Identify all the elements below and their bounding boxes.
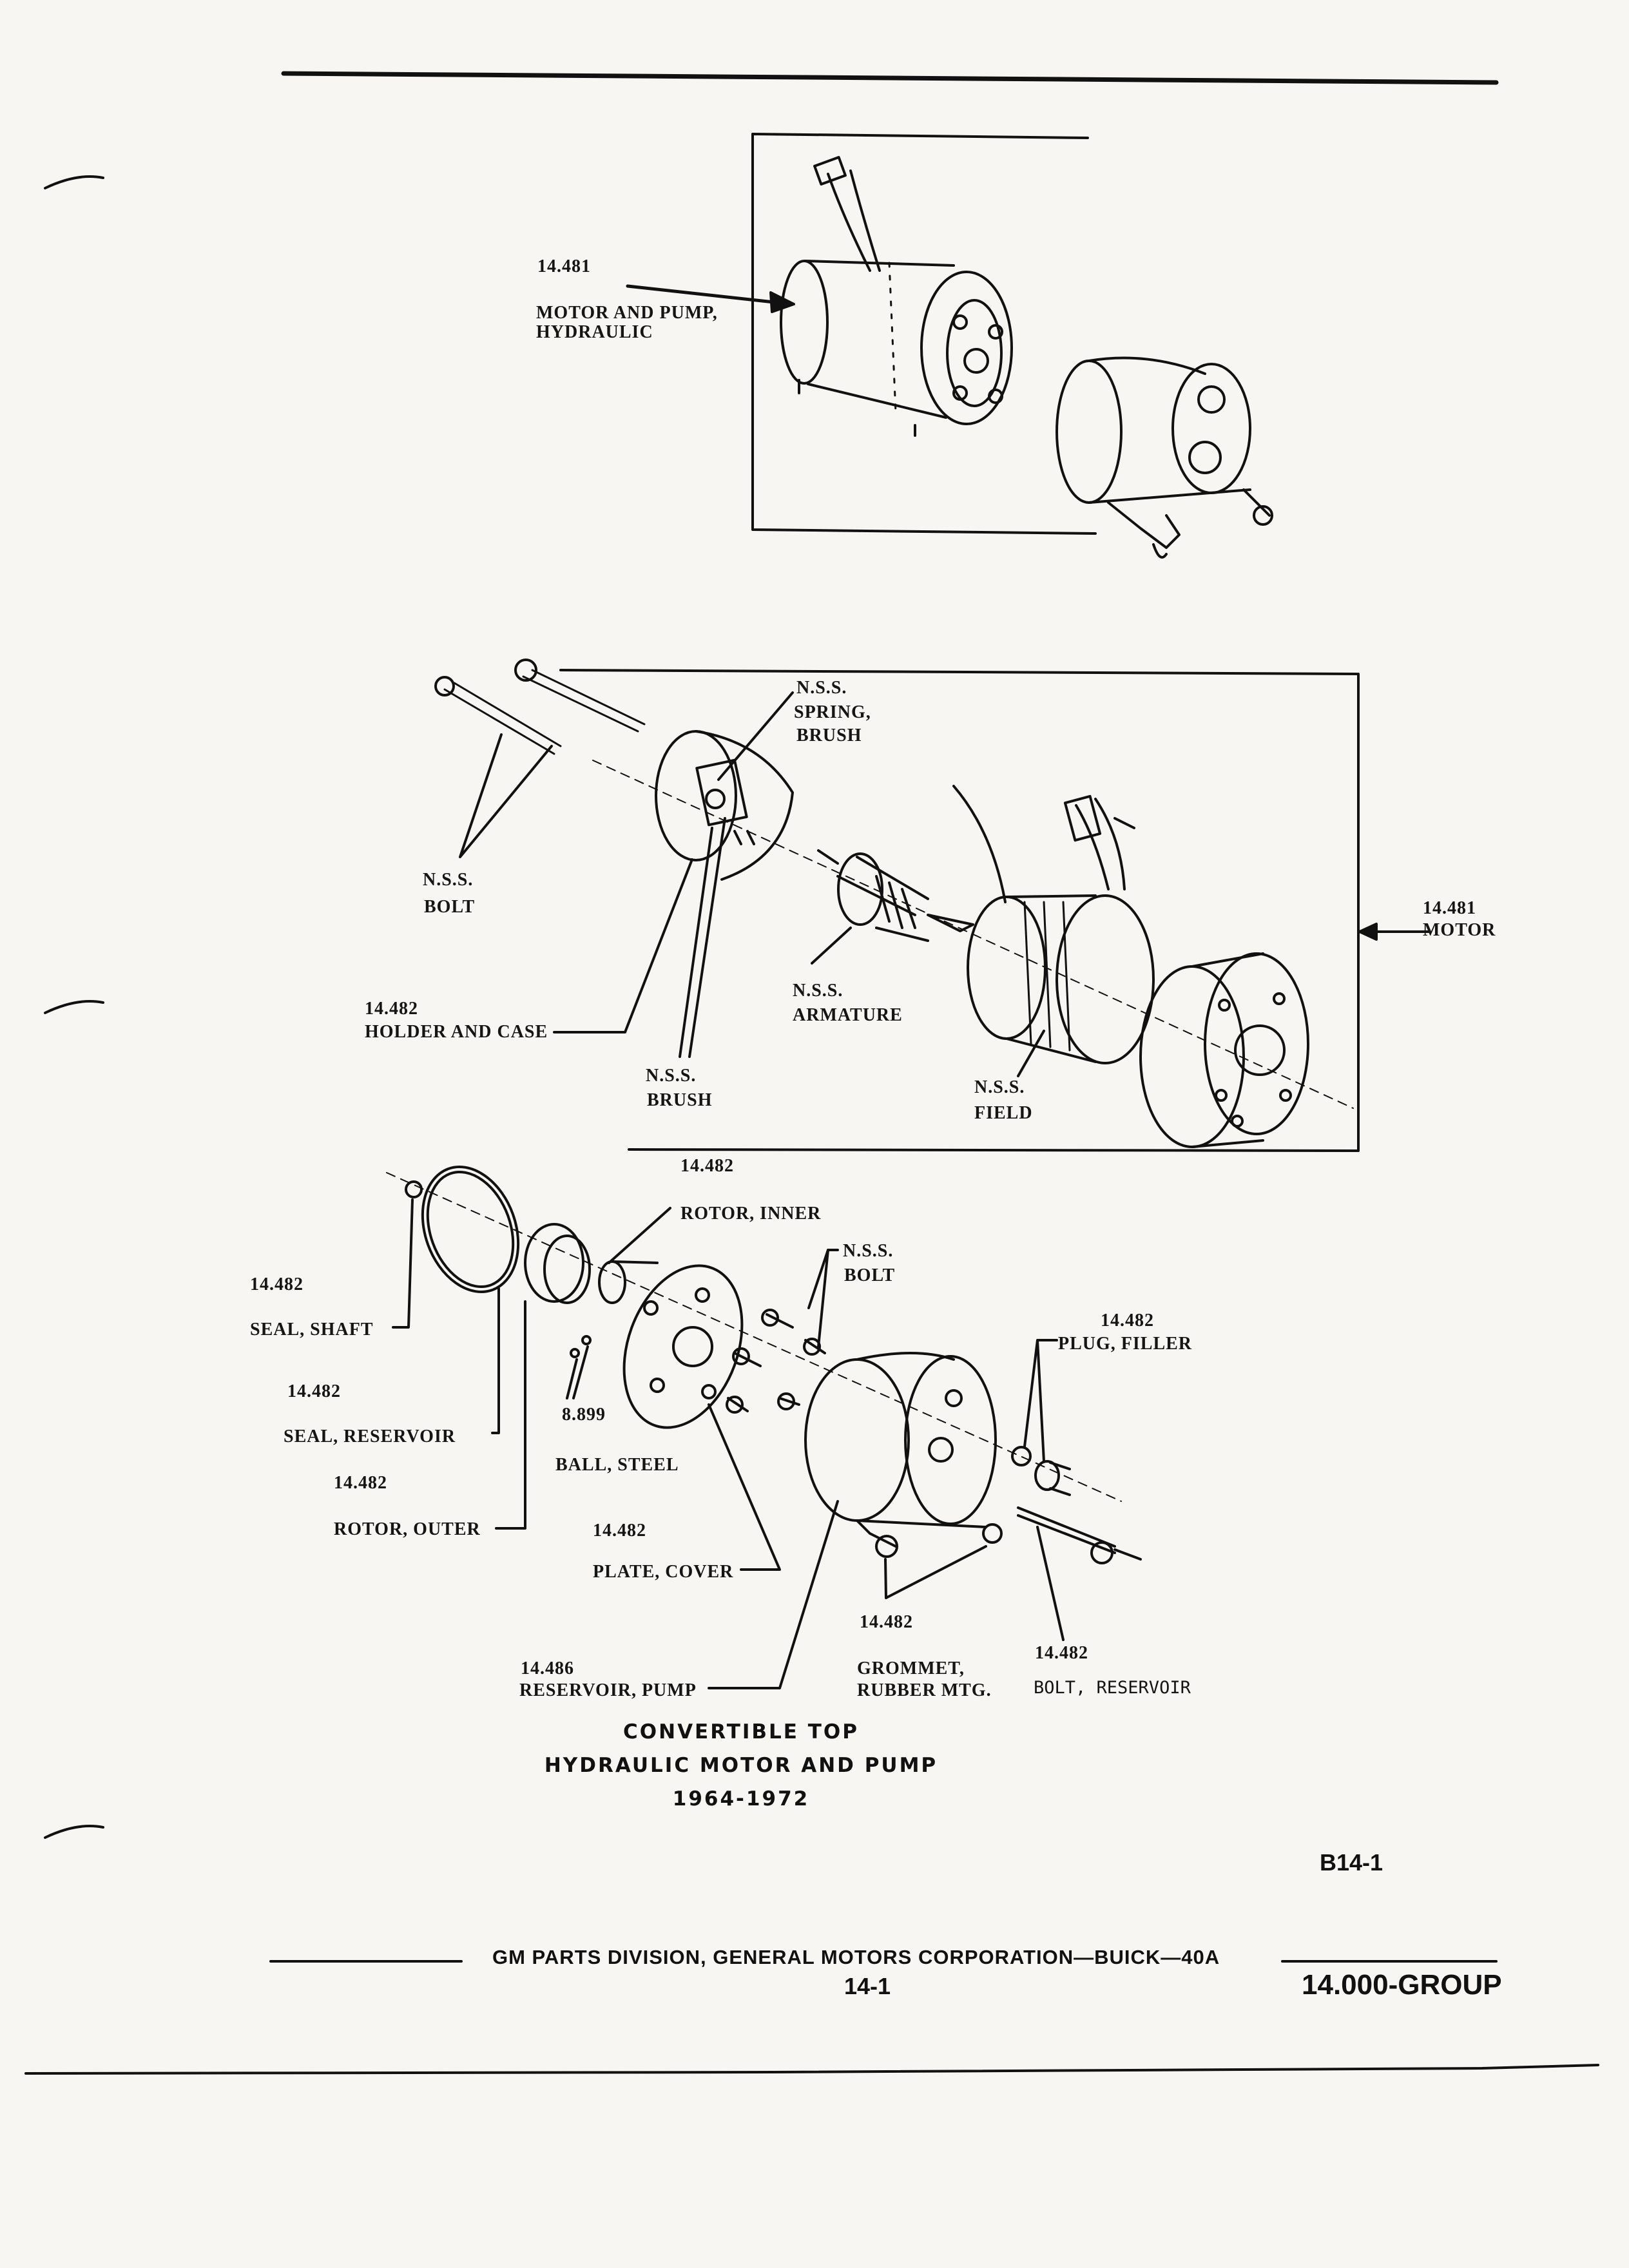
part-name: BOLT [844, 1265, 896, 1285]
part-name: MOTOR [1423, 920, 1496, 940]
part-name: MOTOR AND PUMP, [536, 303, 718, 323]
part-name: BRUSH [796, 726, 862, 745]
part-name: GROMMET, [857, 1658, 965, 1678]
part-name: SPRING, [794, 702, 871, 722]
part-name: BOLT [424, 897, 476, 917]
header-rule [281, 71, 1499, 85]
exploded-motor-figure [434, 658, 1431, 1152]
group-number: 14.000-GROUP [1302, 1969, 1502, 2001]
part-name: SEAL, RESERVOIR [284, 1427, 456, 1446]
nss-label: N.S.S. [423, 870, 474, 890]
nss-label: N.S.S. [646, 1066, 697, 1086]
part-number: 14.482 [334, 1473, 387, 1493]
part-number: 14.482 [1035, 1643, 1088, 1663]
part-number: 14.482 [287, 1381, 341, 1401]
figure-caption-line1: CONVERTIBLE TOP [623, 1720, 859, 1744]
footer-division: GM PARTS DIVISION, GENERAL MOTORS CORPOR… [492, 1946, 1220, 1968]
part-name: ROTOR, OUTER [334, 1519, 481, 1539]
exploded-pump-figure [386, 1166, 1142, 1689]
binder-mark [44, 175, 104, 189]
part-number: 14.486 [521, 1658, 574, 1678]
part-number: 14.482 [860, 1612, 913, 1632]
nss-label: N.S.S. [796, 678, 847, 698]
part-name: HOLDER AND CASE [365, 1022, 548, 1042]
part-number: 14.482 [593, 1521, 646, 1541]
part-name: ARMATURE [793, 1005, 903, 1025]
part-name: BRUSH [647, 1090, 713, 1110]
assembled-motor-pump-figure [626, 133, 1273, 559]
part-number: 14.481 [537, 256, 591, 276]
binder-mark [44, 1000, 104, 1014]
figure-code: B14-1 [1320, 1849, 1383, 1876]
part-name: BALL, STEEL [555, 1455, 679, 1475]
part-name: SEAL, SHAFT [250, 1320, 374, 1340]
part-name: PLATE, COVER [593, 1562, 734, 1582]
part-name: ROTOR, INNER [680, 1204, 822, 1224]
part-name: RUBBER MTG. [857, 1680, 992, 1700]
part-name: PLUG, FILLER [1058, 1334, 1193, 1354]
page-number: 14-1 [844, 1973, 891, 1999]
part-number: 14.482 [365, 999, 418, 1019]
nss-label: N.S.S. [793, 981, 843, 1001]
part-number: 14.482 [250, 1274, 304, 1294]
part-number: 14.482 [680, 1156, 734, 1176]
part-number: 14.482 [1101, 1311, 1154, 1331]
part-name: FIELD [974, 1103, 1033, 1123]
figure-caption-line2: HYDRAULIC MOTOR AND PUMP [544, 1754, 938, 1777]
binder-mark [44, 1825, 104, 1839]
part-name: RESERVOIR, PUMP [519, 1680, 697, 1700]
part-name: BOLT, RESERVOIR [1034, 1678, 1191, 1698]
nss-label: N.S.S. [843, 1241, 894, 1261]
part-number: 8.899 [562, 1405, 606, 1425]
nss-label: N.S.S. [974, 1077, 1025, 1097]
figure-caption-line3: 1964-1972 [672, 1787, 810, 1811]
part-name: HYDRAULIC [536, 322, 653, 342]
part-number: 14.481 [1423, 898, 1476, 918]
